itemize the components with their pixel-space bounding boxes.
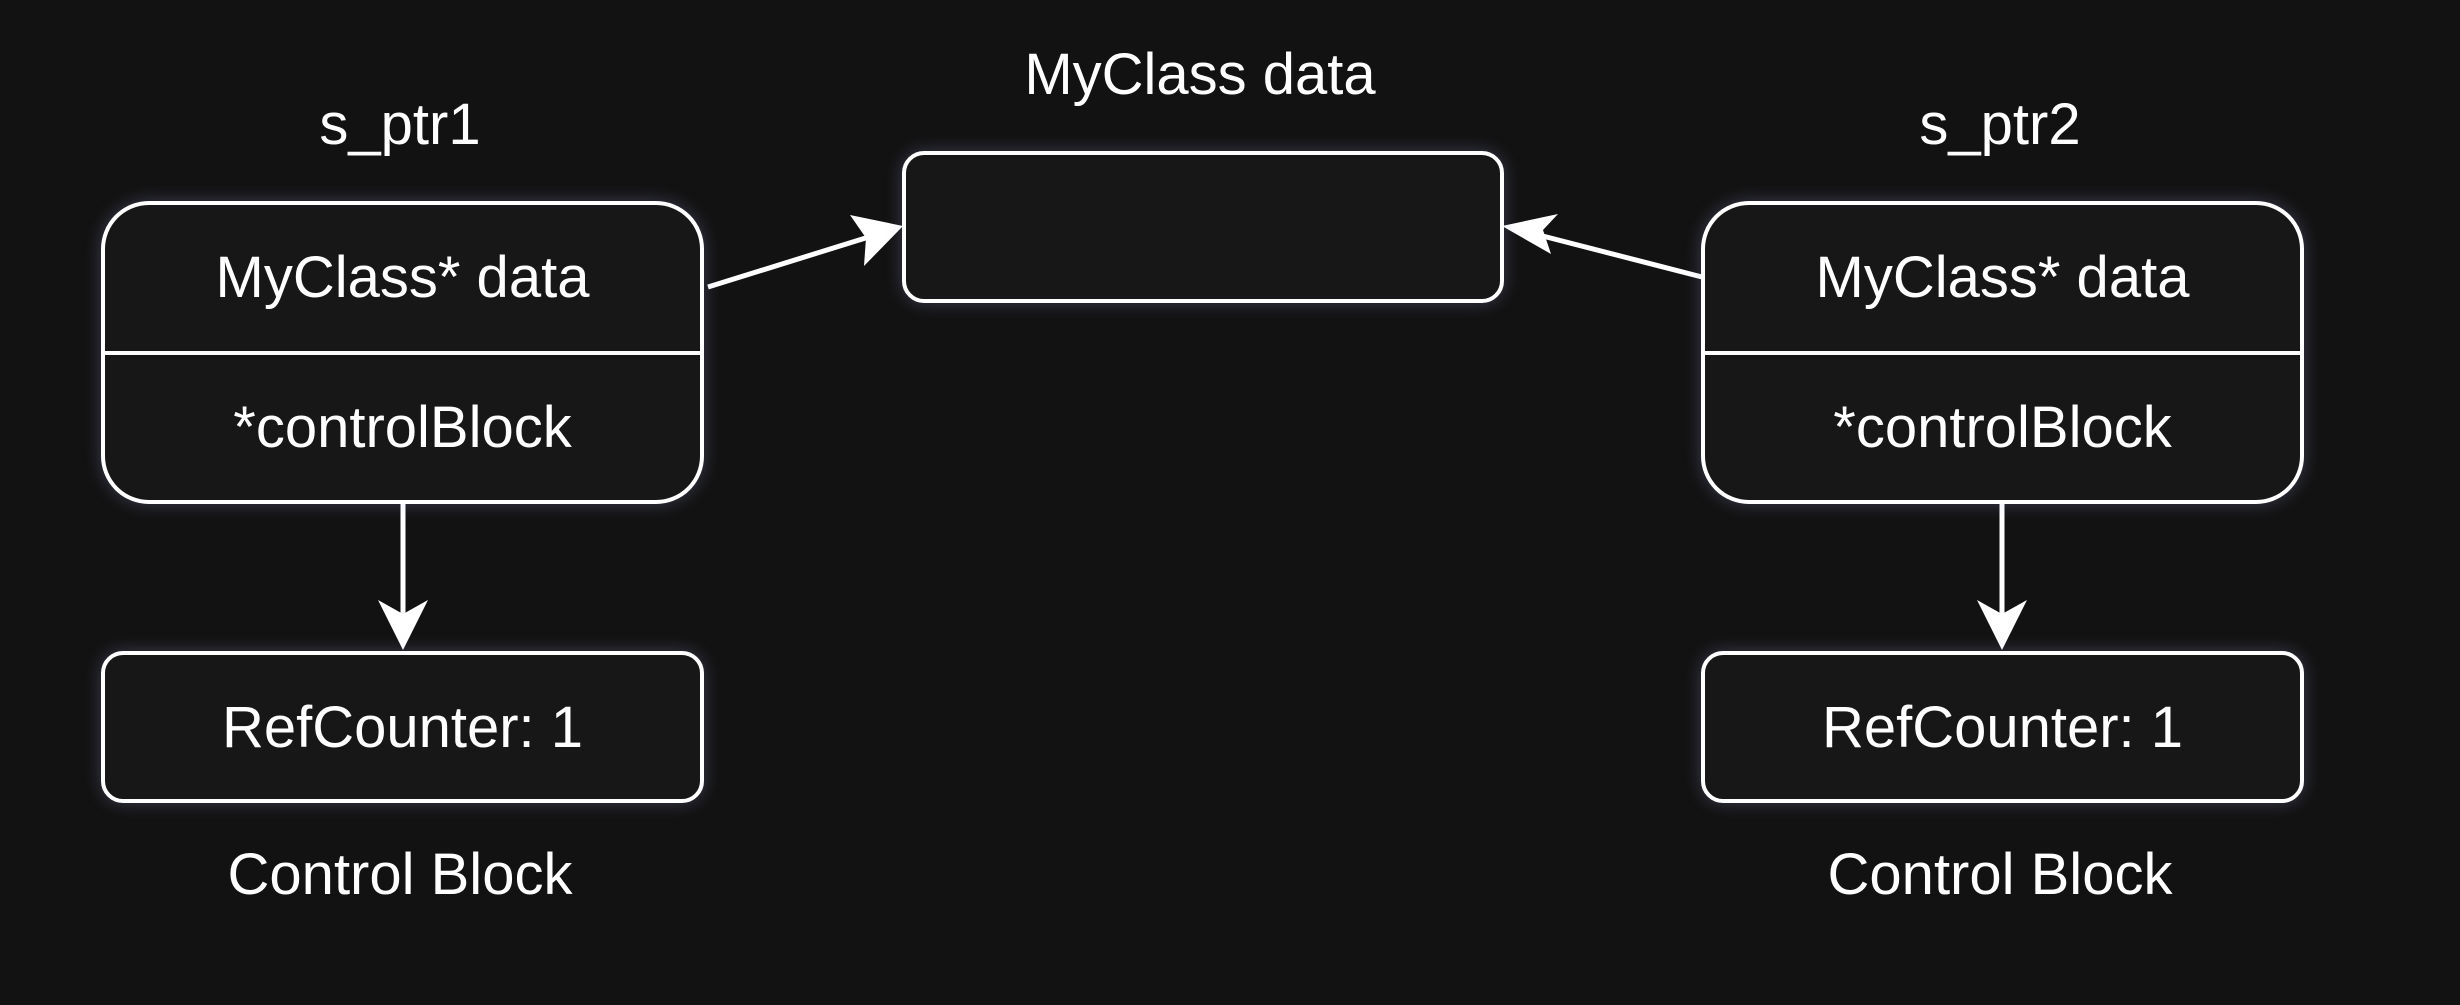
control-right-counter: RefCounter: 1 [1821,694,2184,760]
arrow-ptr1-to-data [707,215,903,290]
pointer-right-data-field: MyClass* data [1815,245,2190,311]
data-object-title: MyClass data [1024,42,1376,107]
control-left-counter: RefCounter: 1 [221,694,584,760]
pointer-left-data-field: MyClass* data [215,245,590,311]
arrow-ptr2-to-control [1977,503,2027,650]
arrow-ptr1-to-control [378,503,428,650]
pointer-left-control-field: *controlBlock [105,350,700,501]
arrow-ptr2-to-data [1502,214,1703,280]
control-block-left: RefCounter: 1 [101,651,704,803]
control-block-right: RefCounter: 1 [1701,651,2304,803]
pointer-right-name: s_ptr2 [1919,92,2081,157]
data-object-box [902,151,1504,303]
control-left-caption: Control Block [227,842,573,907]
pointer-left-box: MyClass* data *controlBlock [101,201,704,504]
control-right-caption: Control Block [1827,842,2173,907]
pointer-left-name: s_ptr1 [319,92,481,157]
pointer-right-control-field: *controlBlock [1705,350,2300,501]
pointer-right-box: MyClass* data *controlBlock [1701,201,2304,504]
